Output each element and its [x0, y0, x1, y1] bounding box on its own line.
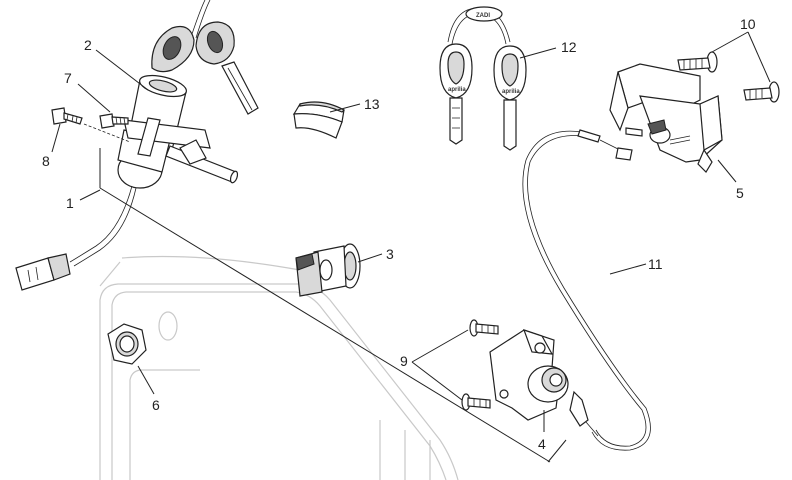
callout-12: 12 — [561, 39, 577, 55]
callout-4: 4 — [538, 436, 546, 452]
key-logo-right: aprilia — [502, 89, 520, 95]
callout-7: 7 — [64, 70, 72, 86]
bolts-10 — [677, 51, 780, 103]
screw-7 — [99, 113, 129, 129]
callout-2: 2 — [84, 37, 92, 53]
key-tag-brand: ZADI — [476, 13, 490, 19]
callout-13: 13 — [364, 96, 380, 112]
callout-labels: 2 7 8 1 13 12 10 5 3 11 6 9 4 — [42, 16, 756, 452]
screw-8 — [51, 107, 131, 143]
lock-housing-4 — [489, 329, 569, 421]
callout-10: 10 — [740, 16, 756, 32]
ignition-switch — [15, 0, 259, 291]
callout-11: 11 — [648, 256, 663, 272]
screws-9 — [461, 319, 499, 411]
callout-9: 9 — [400, 353, 408, 369]
latch-bracket-5 — [609, 63, 723, 173]
cable-11 — [522, 129, 651, 451]
callout-1: 1 — [66, 195, 74, 211]
hex-nut-6 — [107, 323, 147, 365]
rubber-ring-13 — [292, 101, 345, 139]
callout-8: 8 — [42, 153, 50, 169]
lock-cylinder-3 — [295, 243, 361, 297]
callout-5: 5 — [736, 185, 744, 201]
reference-lines — [99, 148, 567, 463]
key-logo-left: aprilia — [448, 87, 466, 93]
leader-lines — [51, 31, 771, 432]
callout-3: 3 — [386, 246, 394, 262]
callout-6: 6 — [152, 397, 160, 413]
keys-12: ZADI aprilia aprilia — [439, 6, 527, 151]
